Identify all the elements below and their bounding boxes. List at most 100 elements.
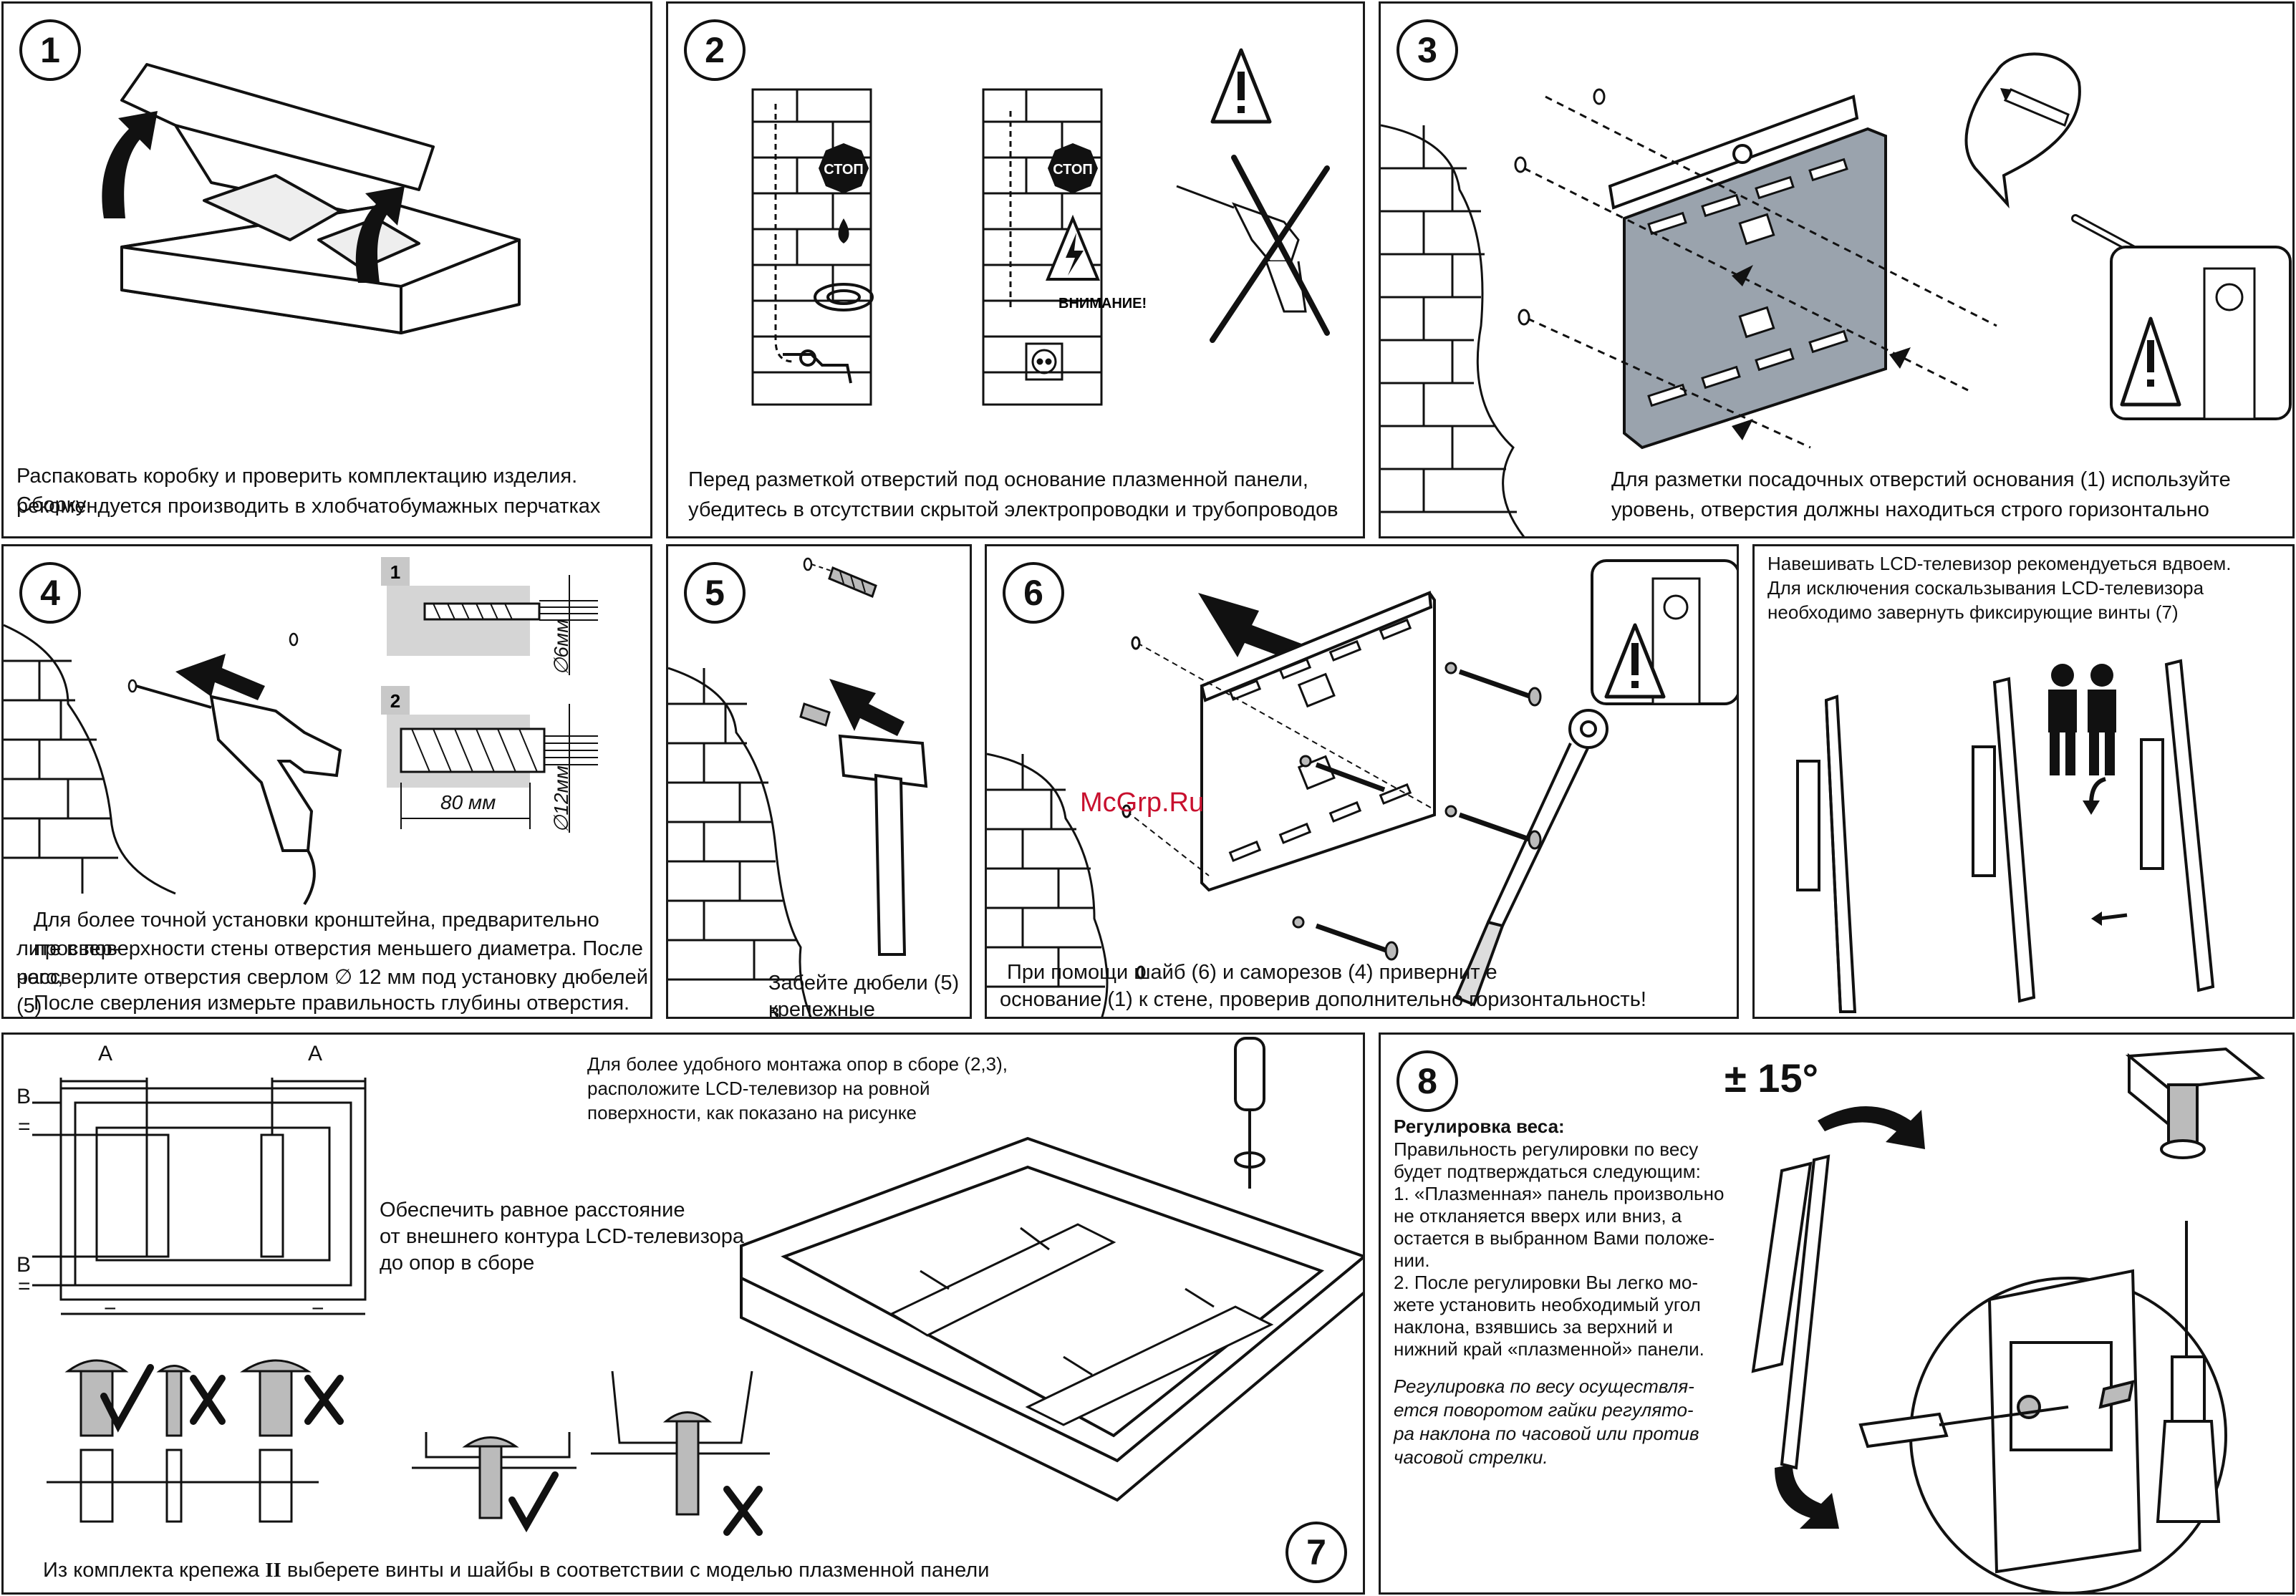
drill-bit-diagram-2: 2 xyxy=(381,686,598,833)
arrow-left-icon xyxy=(829,679,905,736)
screw-icon xyxy=(47,1359,319,1523)
bottom-caption-post: выберете винты и шайбы в соответствии с … xyxy=(281,1559,990,1582)
step-4-caption-line-1: Для более точной установки кронштейна, п… xyxy=(34,909,599,960)
ratchet-wrench-icon xyxy=(1454,709,1608,1007)
stop-sign-icon: СТОП xyxy=(1048,143,1098,193)
brick-wall-icon xyxy=(987,753,1109,1017)
step-7-side-line-1: Обеспечить равное расстояние xyxy=(380,1199,685,1222)
bottom-caption-roman: II xyxy=(265,1559,281,1582)
warning-triangle-icon xyxy=(1210,48,1272,124)
step-4-caption-line-4: После сверления измерьте правильность гл… xyxy=(34,992,630,1015)
box-icon xyxy=(102,63,521,334)
bottom-caption-pre: Из комплекта крепежа xyxy=(43,1559,266,1582)
drill-icon xyxy=(135,685,342,906)
bracket-icon xyxy=(889,1223,1274,1426)
step-2-caption-line-1: Перед разметкой отверстий под основание … xyxy=(688,468,1308,491)
tv-outline-diagram xyxy=(32,1078,367,1315)
brick-wall-icon xyxy=(751,88,872,406)
arrow-up-icon xyxy=(102,111,405,283)
check-icon xyxy=(100,1364,154,1433)
arrow-left-icon xyxy=(175,654,265,700)
cross-icon xyxy=(190,1375,344,1425)
tv-icon xyxy=(1796,659,2215,1013)
watermark-label: McGrp.Ru xyxy=(1080,788,1204,818)
drill-bit-diagram-1: 1 xyxy=(381,557,598,675)
panel-step-3: 3 xyxy=(1379,1,2295,538)
panel-step-6: 6 xyxy=(985,544,1739,1019)
dim-6mm-label: ∅6мм xyxy=(550,619,572,675)
step-3-caption-line-1: Для разметки посадочных отверстий основа… xyxy=(1611,468,2231,491)
step-6-caption-line-2: основание (1) к стене, проверив дополнит… xyxy=(1000,988,1646,1011)
step-2-caption-line-2: убедитесь в отсутствии скрытой электропр… xyxy=(688,498,1338,521)
power-outlet-icon xyxy=(1025,342,1063,381)
step-8-body-10: нижний край «плазменной» панели. xyxy=(1394,1338,1704,1360)
svg-text:1: 1 xyxy=(390,561,400,583)
step-7-top-line-2: расположите LCD-телевизор на ровной xyxy=(587,1078,930,1099)
hammer-icon xyxy=(838,734,928,956)
svg-text:2: 2 xyxy=(390,690,400,712)
bracket-icon xyxy=(2125,1047,2265,1159)
level-icon xyxy=(1608,95,1859,210)
brick-wall-icon xyxy=(1381,124,1525,536)
cross-icon xyxy=(723,1486,763,1536)
tv-icon xyxy=(1751,1154,1830,1470)
step-8-italic-4: часовой стрелки. xyxy=(1394,1446,1548,1468)
dim-b-label-2: B xyxy=(16,1253,32,1277)
step-8-body-1: Правильность регулировки по весу xyxy=(1394,1138,1699,1160)
step-number-8: 8 xyxy=(1397,1050,1458,1112)
step-3-caption-line-2: уровень, отверстия должны находиться стр… xyxy=(1611,498,2209,521)
angle-label: ± 15° xyxy=(1725,1055,1818,1101)
step-number-3: 3 xyxy=(1397,19,1458,81)
step-4-caption-line-3: рассверлите отверстия сверлом ∅ 12 мм по… xyxy=(16,966,648,1017)
step-8-italic-3: ра наклона по часовой или против xyxy=(1394,1423,1699,1444)
check-icon xyxy=(508,1471,559,1533)
dim-80mm-label: 80 мм xyxy=(440,791,496,813)
eq-label-3: = xyxy=(18,1115,31,1138)
step-8-body-8: жете установить необходимый угол xyxy=(1394,1294,1701,1315)
stop-sign-icon: СТОП xyxy=(819,143,869,193)
step-number-1: 1 xyxy=(19,19,81,81)
step-number-2: 2 xyxy=(684,19,746,81)
panel-hanging: Навешивать LCD-телевизор рекомендуеться … xyxy=(1752,544,2295,1019)
eq-label-1: = xyxy=(104,1300,117,1323)
brick-wall-icon xyxy=(982,88,1103,406)
step-8-body-6: нии. xyxy=(1394,1249,1430,1271)
dowel-icon xyxy=(799,566,877,727)
rotate-arrow-icon xyxy=(1775,1106,1925,1529)
step-number-6: 6 xyxy=(1003,562,1064,624)
detail-circle xyxy=(1909,1269,2227,1592)
dim-12mm-label: ∅12мм xyxy=(550,765,572,833)
dim-b-label-1: B xyxy=(16,1085,32,1108)
step-1-caption-line-1: Распаковать коробку и проверить комплект… xyxy=(16,465,578,516)
rotate-arrow-icon xyxy=(2089,777,2106,805)
step-8-body-4: не откланяется вверх или вниз, а xyxy=(1394,1205,1682,1227)
panel-step-7: 7 xyxy=(1,1032,1365,1595)
step-8-body-2: будет подтверждаться следующим: xyxy=(1394,1161,1701,1182)
panel-step-8: 8 ± 15° Регулировка веса: Правильность р… xyxy=(1379,1032,2295,1595)
lightning-icon xyxy=(1046,214,1100,281)
panel-step-5: 5 Забейте дюбели (5) в крепежные отверст… xyxy=(666,544,972,1019)
screwdriver-icon xyxy=(1858,1221,2221,1523)
step-number-5: 5 xyxy=(684,562,746,624)
step-8-body-9: наклона, взявшись за верхний и xyxy=(1394,1316,1674,1338)
step-8-title: Регулировка веса: xyxy=(1394,1116,1565,1137)
warning-label: ВНИМАНИЕ! xyxy=(1058,296,1147,311)
step-4-caption-line-2: лите в поверхности стены отверстия меньш… xyxy=(16,937,643,989)
step-number-7: 7 xyxy=(1286,1522,1347,1583)
warning-triangle-icon xyxy=(1591,559,1737,705)
hanging-caption-line-2: Для исключения соскальзывания LCD-телеви… xyxy=(1767,577,2204,599)
step-8-body-5: остается в выбранном Вами положе- xyxy=(1394,1227,1715,1249)
step-5-caption-line-2: крепежные отверстия xyxy=(768,998,875,1019)
brick-wall-icon xyxy=(668,667,812,1017)
step-7-top-line-3: поверхности, как показано на рисунке xyxy=(587,1102,917,1123)
stop-label-2: СТОП xyxy=(1053,162,1093,178)
people-icon xyxy=(2048,664,2116,775)
step-7-bottom-caption: Из комплекта крепежа II выберете винты и… xyxy=(43,1556,989,1585)
cross-icon xyxy=(1210,155,1330,343)
step-1-caption-line-2: рекомендуется производить в хлобчатобума… xyxy=(16,495,601,518)
bracket-icon xyxy=(1623,127,1887,450)
panel-step-2: 2 СТОП xyxy=(666,1,1365,538)
step-8-italic-1: Регулировка по весу осуществля- xyxy=(1394,1375,1694,1397)
warning-triangle-icon xyxy=(2110,246,2292,420)
panel-step-4: 4 1 2 xyxy=(1,544,652,1019)
